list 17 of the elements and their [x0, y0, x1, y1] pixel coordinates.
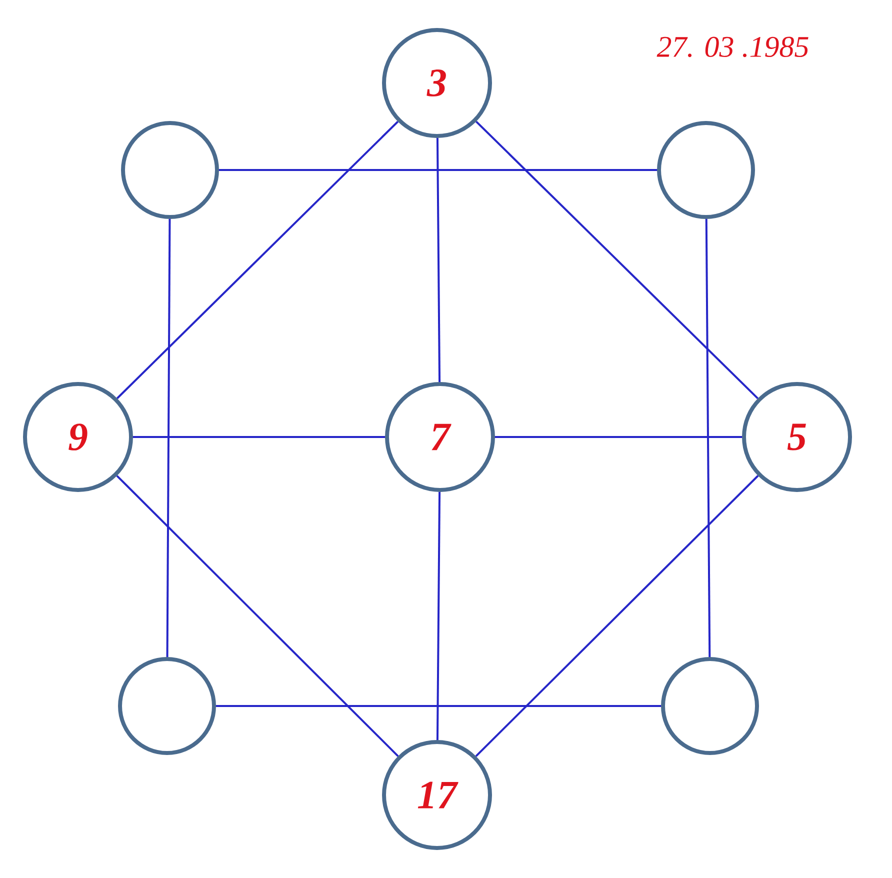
- connector-line: [705, 218, 711, 657]
- empty-circle: [121, 121, 219, 219]
- empty-circle: [118, 656, 216, 755]
- connector-line: [216, 704, 661, 707]
- connector-line: [436, 492, 441, 740]
- empty-circle: [661, 656, 759, 755]
- connector-line: [116, 475, 399, 757]
- connector-line: [116, 120, 399, 400]
- connector-line: [475, 475, 759, 757]
- connector-line: [495, 436, 742, 438]
- connector-line: [476, 120, 758, 400]
- connector-line: [133, 436, 385, 438]
- date-label: 27. 03 .1985: [656, 36, 808, 58]
- connector-line: [436, 138, 441, 382]
- connector-line: [166, 218, 171, 657]
- empty-circle: [657, 121, 755, 219]
- connector-line: [219, 168, 657, 171]
